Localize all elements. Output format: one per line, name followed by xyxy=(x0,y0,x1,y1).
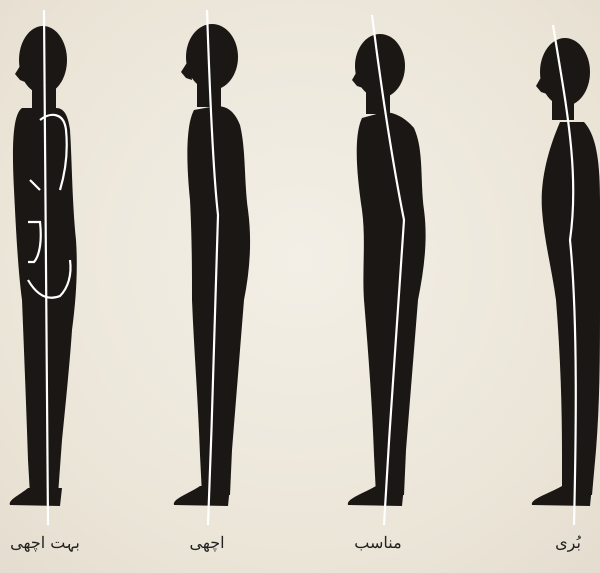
caption-very-good: بہت اچھی xyxy=(10,533,80,552)
caption-poor: بُری xyxy=(555,533,581,552)
caption-fair: مناسب xyxy=(354,533,401,552)
silhouette-very-good xyxy=(10,10,77,525)
silhouette-poor xyxy=(532,25,600,525)
silhouette-fair xyxy=(348,15,426,525)
caption-good: اچھی xyxy=(189,533,224,552)
silhouette-good xyxy=(174,10,250,525)
